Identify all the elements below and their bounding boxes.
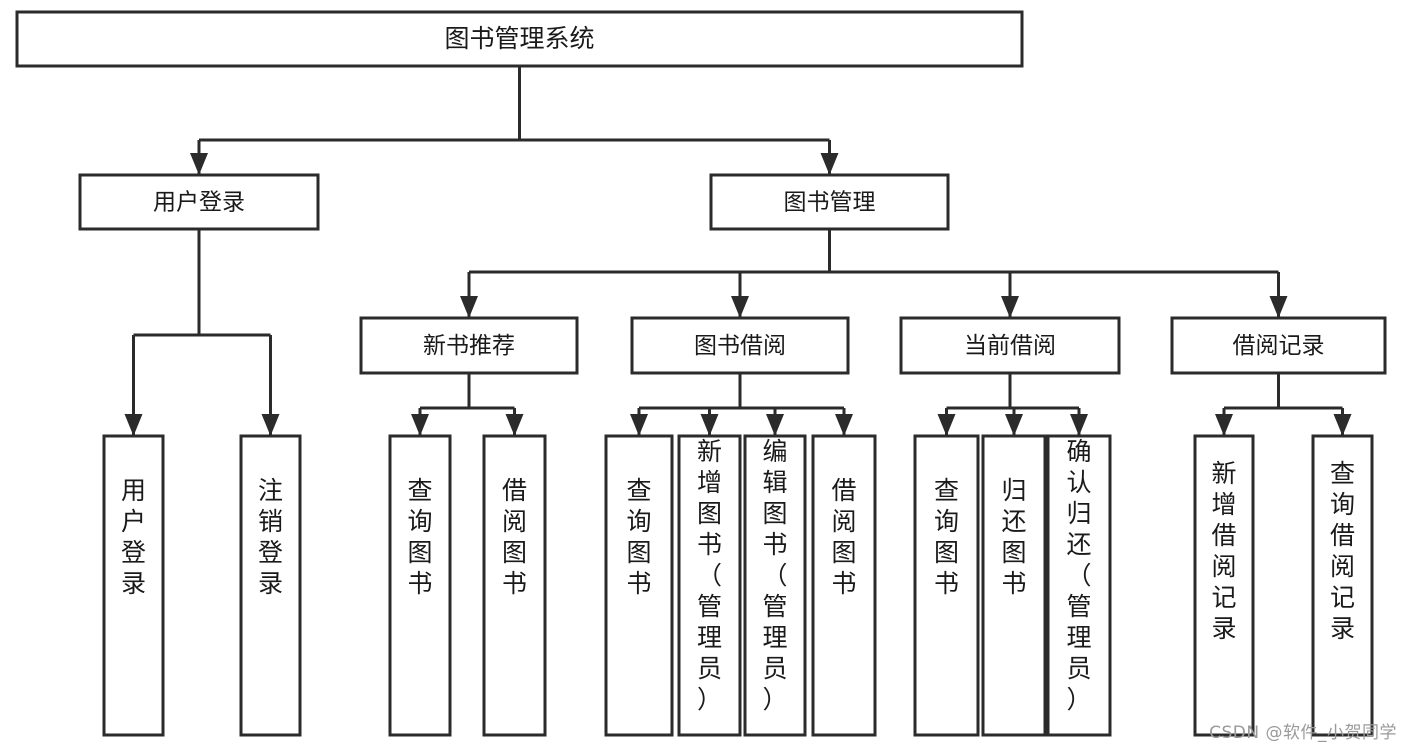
node-nbr-query-book[interactable]: 查询图书 — [388, 434, 452, 737]
node-label-borrow-record: 借阅记录 — [1233, 333, 1325, 359]
node-box-bb-query-book — [604, 434, 674, 737]
node-box-new-book-recommend — [359, 316, 579, 375]
node-box-current-borrow — [899, 316, 1121, 375]
node-cb-confirm-return[interactable]: 确认归还（管理员） — [1046, 434, 1112, 737]
node-bb-borrow-book[interactable]: 借阅图书 — [811, 434, 877, 737]
node-label-br-query-record: 查询借阅记录 — [1330, 459, 1355, 643]
node-label-new-book-recommend: 新书推荐 — [423, 333, 515, 359]
node-box-user-login-do — [102, 434, 165, 737]
arrow-head-book-borrow — [731, 296, 749, 318]
node-label-book-borrow: 图书借阅 — [694, 333, 786, 359]
node-label-bb-query-book: 查询图书 — [626, 476, 651, 598]
node-box-user-login — [78, 173, 320, 231]
node-layer: 图书管理系统用户登录用户登录注销登录图书管理新书推荐查询图书借阅图书图书借阅查询… — [15, 10, 1387, 737]
node-label-bb-edit-book: 编辑图书（管理员） — [762, 437, 787, 714]
node-current-borrow[interactable]: 当前借阅 — [899, 316, 1121, 375]
node-box-br-add-record — [1193, 434, 1255, 737]
arrow-head-borrow-record — [1269, 296, 1288, 318]
node-box-bb-edit-book — [743, 434, 807, 737]
arrow-head-bb-add-book — [700, 414, 719, 436]
arrow-head-user-login-do — [124, 414, 143, 436]
node-box-bb-add-book — [677, 434, 742, 737]
arrow-head-cb-return-book — [1005, 414, 1023, 436]
node-box-root — [15, 10, 1024, 68]
arrow-head-br-add-record — [1215, 414, 1233, 436]
node-label-nbr-borrow-book: 借阅图书 — [502, 476, 527, 598]
node-bb-query-book[interactable]: 查询图书 — [604, 434, 674, 737]
node-bb-edit-book[interactable]: 编辑图书（管理员） — [743, 434, 807, 737]
arrow-head-bb-query-book — [630, 414, 648, 436]
arrow-head-book-management — [820, 153, 839, 175]
connector-layer — [124, 66, 1352, 436]
arrow-head-nbr-borrow-book — [505, 414, 524, 436]
node-label-bb-borrow-book: 借阅图书 — [831, 476, 856, 598]
node-user-login-do[interactable]: 用户登录 — [102, 434, 165, 737]
node-bb-add-book[interactable]: 新增图书（管理员） — [677, 434, 742, 737]
node-label-bb-add-book: 新增图书（管理员） — [697, 437, 722, 714]
node-label-book-management: 图书管理 — [784, 190, 876, 216]
node-borrow-record[interactable]: 借阅记录 — [1170, 316, 1387, 375]
node-box-nbr-borrow-book — [482, 434, 547, 737]
watermark-text: CSDN @软件_小贺同学 — [1209, 723, 1397, 743]
node-box-br-query-record — [1311, 434, 1374, 737]
node-nbr-borrow-book[interactable]: 借阅图书 — [482, 434, 547, 737]
arrow-head-nbr-query-book — [411, 414, 429, 436]
arrow-head-cb-query-book — [937, 414, 956, 436]
node-cb-query-book[interactable]: 查询图书 — [913, 434, 980, 737]
arrow-head-user-login — [190, 153, 208, 175]
node-label-user-login: 用户登录 — [153, 190, 245, 216]
node-label-user-logout: 注销登录 — [258, 476, 283, 598]
arrow-head-cb-confirm-return — [1070, 414, 1088, 436]
node-label-cb-confirm-return: 确认归还（管理员） — [1066, 437, 1091, 714]
node-new-book-recommend[interactable]: 新书推荐 — [359, 316, 579, 375]
node-box-cb-confirm-return — [1046, 434, 1112, 737]
node-box-cb-return-book — [981, 434, 1047, 737]
node-label-user-login-do: 用户登录 — [121, 476, 146, 598]
arrow-head-bb-borrow-book — [835, 414, 853, 436]
node-box-borrow-record — [1170, 316, 1387, 375]
node-root[interactable]: 图书管理系统 — [15, 10, 1024, 68]
arrow-head-br-query-record — [1333, 414, 1352, 436]
arrow-head-user-logout — [261, 414, 280, 436]
node-label-cb-query-book: 查询图书 — [934, 476, 959, 598]
node-book-borrow[interactable]: 图书借阅 — [630, 316, 850, 375]
arrow-head-bb-edit-book — [766, 414, 784, 436]
node-box-book-management — [709, 173, 950, 231]
node-label-nbr-query-book: 查询图书 — [407, 476, 432, 598]
node-box-bb-borrow-book — [811, 434, 877, 737]
arrow-head-current-borrow — [1001, 296, 1019, 318]
node-box-book-borrow — [630, 316, 850, 375]
node-user-login[interactable]: 用户登录 — [78, 173, 320, 231]
node-br-query-record[interactable]: 查询借阅记录 — [1311, 434, 1374, 737]
node-box-cb-query-book — [913, 434, 980, 737]
node-user-logout[interactable]: 注销登录 — [239, 434, 302, 737]
node-br-add-record[interactable]: 新增借阅记录 — [1193, 434, 1255, 737]
node-box-nbr-query-book — [388, 434, 452, 737]
node-label-root: 图书管理系统 — [444, 24, 594, 53]
arrow-head-new-book-recommend — [460, 296, 478, 318]
node-book-management[interactable]: 图书管理 — [709, 173, 950, 231]
node-cb-return-book[interactable]: 归还图书 — [981, 434, 1047, 737]
node-label-br-add-record: 新增借阅记录 — [1211, 459, 1236, 643]
node-box-user-logout — [239, 434, 302, 737]
node-label-cb-return-book: 归还图书 — [1001, 476, 1026, 598]
node-label-current-borrow: 当前借阅 — [964, 333, 1056, 359]
